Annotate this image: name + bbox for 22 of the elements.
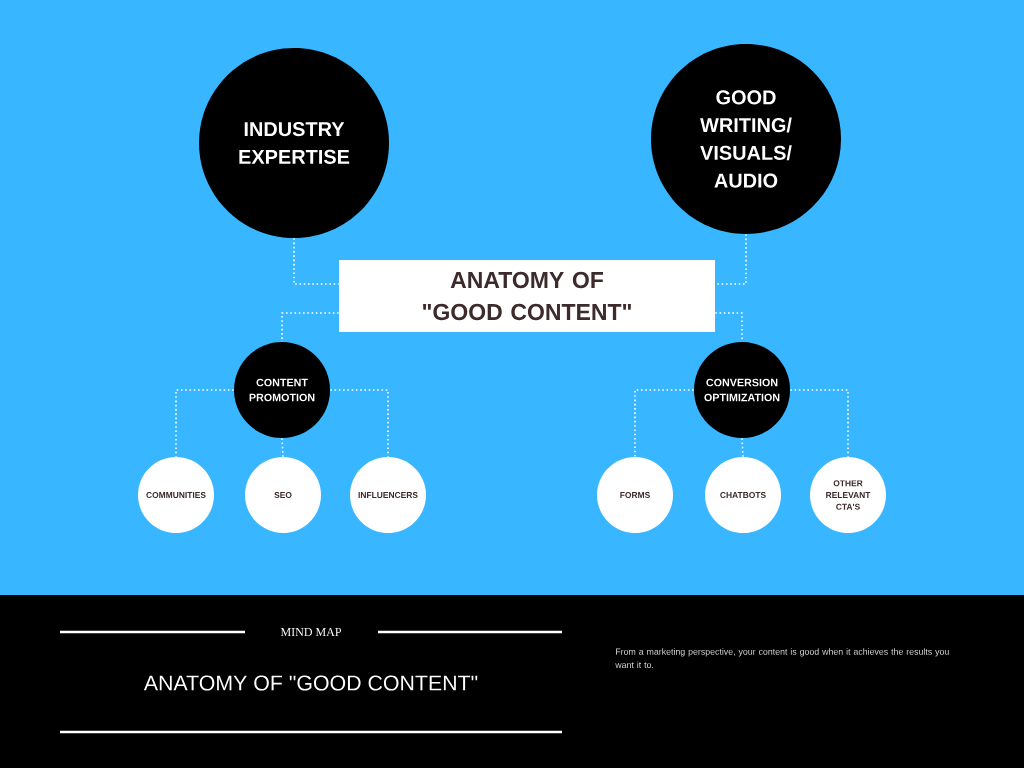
- circle-node: GOOD WRITING/ VISUALS/ AUDIO: [651, 44, 841, 234]
- circle-node: FORMS: [597, 457, 673, 533]
- connector-line: [281, 437, 284, 458]
- connector-line: [175, 389, 235, 458]
- title-box: ANATOMY OF "GOOD CONTENT": [339, 260, 715, 332]
- subtitle: MIND MAP: [280, 628, 341, 636]
- connector-line: [634, 389, 695, 458]
- connector-line: [789, 389, 849, 458]
- circle-node: SEO: [245, 457, 321, 533]
- connector-line: [714, 233, 747, 285]
- connector-line: [329, 389, 389, 458]
- circle-node: CHATBOTS: [705, 457, 781, 533]
- circle-node: INDUSTRY EXPERTISE: [199, 48, 389, 238]
- connector-line: [293, 237, 340, 285]
- circle-node: INFLUENCERS: [350, 457, 426, 533]
- footer-title: ANATOMY OF "GOOD CONTENT": [143, 675, 478, 691]
- connector-line: [741, 437, 744, 458]
- circle-node: OTHER RELEVANT CTA'S: [810, 457, 886, 533]
- circle-node: COMMUNITIES: [138, 457, 214, 533]
- circle-node: CONVERSION OPTIMIZATION: [694, 342, 790, 438]
- description-text: From a marketing perspective, your content is good when it achieves the results you want it to.: [615, 648, 949, 669]
- circle-node: CONTENT PROMOTION: [234, 342, 330, 438]
